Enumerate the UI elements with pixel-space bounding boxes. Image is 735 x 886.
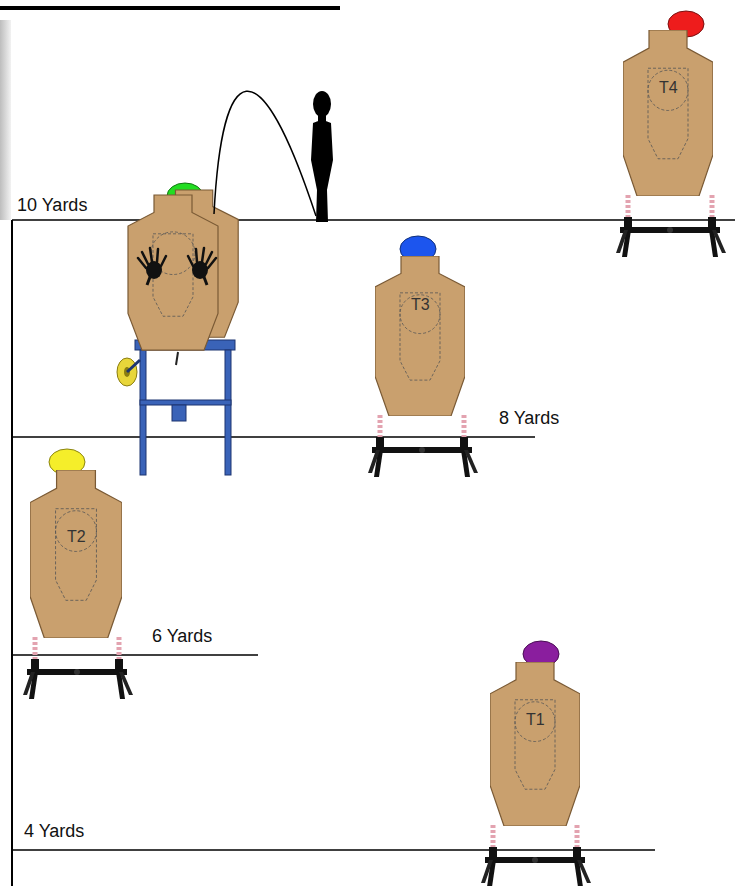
target-outline [623,30,713,196]
distance-line [12,849,655,851]
target: T1 [490,662,580,826]
target-outline [490,662,580,826]
target: T2 [30,470,122,638]
target-stand [481,825,591,886]
target-outline [30,470,122,638]
moving-target-stand [117,340,235,475]
distance-label: 4 Yards [22,822,86,842]
distance-line [12,436,535,438]
target-stand [616,195,726,257]
distance-label: 10 Yards [15,196,89,216]
side-shade [0,20,11,220]
target-label: T3 [411,297,430,313]
target-stand [368,415,478,477]
shooter-silhouette [311,91,333,222]
range-border [11,220,13,886]
target-label: T1 [526,712,545,728]
target: T4 [623,30,713,196]
distance-label: 6 Yards [150,627,214,647]
movement-path [214,91,316,216]
hands-target [128,195,218,350]
target-label: T2 [67,529,86,545]
target-label: T4 [659,80,678,96]
hands-symbol [138,248,216,285]
title-bar [0,6,340,10]
distance-line [12,654,258,656]
distance-label: 8 Yards [497,409,561,429]
target: T3 [375,256,465,416]
target-outline [375,256,465,416]
target-stand [23,637,133,699]
